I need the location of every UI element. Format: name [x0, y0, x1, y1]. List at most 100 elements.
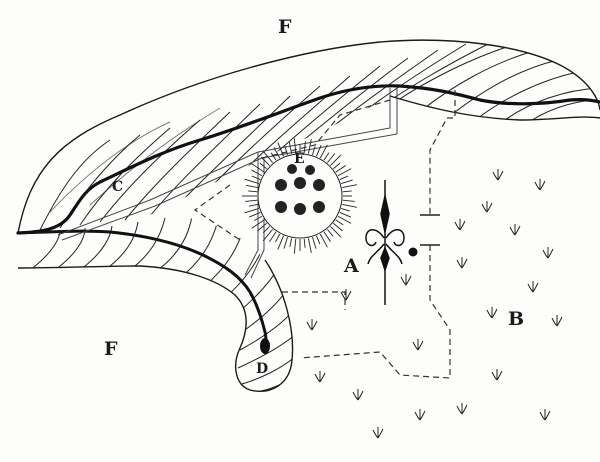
settlement-ray [277, 142, 284, 157]
settlement-ray [245, 199, 258, 202]
settlement-ray [307, 238, 312, 253]
settlement-ray [326, 228, 334, 237]
settlement-ray [339, 175, 349, 180]
grass-tuft [372, 427, 384, 439]
settlement-ray [249, 212, 261, 218]
settlement-ray [270, 152, 277, 161]
settlement-ray [275, 233, 281, 243]
settlement-ray [283, 237, 288, 249]
settlement-ray [245, 184, 258, 189]
label-e: E [294, 151, 305, 167]
settlement-ray [341, 179, 353, 184]
grass-tuft [456, 257, 468, 269]
settlement-ray [337, 168, 352, 177]
label-d: D [256, 361, 269, 377]
settlement-ray [248, 203, 258, 207]
label-f-top: F [278, 16, 292, 38]
settlement-ray [342, 203, 357, 208]
grass-tuft [456, 403, 468, 415]
settlement-ray [341, 208, 350, 212]
label-f-left: F [104, 338, 118, 360]
settlement-ray [303, 238, 306, 248]
settlement-ray [316, 235, 321, 245]
settlement-ray [342, 199, 355, 202]
lower-ridge-outline [17, 259, 294, 392]
upper-ridge-outline [17, 39, 600, 234]
label-c: C [112, 179, 124, 195]
stream-d-line [16, 229, 268, 354]
gate-posts [420, 214, 440, 246]
settlement-ray [323, 152, 330, 161]
grass-tuft [481, 201, 493, 213]
settlement-e [242, 138, 357, 254]
settlement-ray [316, 145, 322, 157]
settlement-ray [289, 238, 293, 248]
settlement-ray [335, 165, 346, 173]
settlement-ray [244, 208, 259, 214]
settlement-ray [284, 146, 288, 155]
grass-tuft [492, 169, 504, 181]
settlement-ray [319, 144, 328, 159]
settlement-ray [248, 190, 258, 193]
settlement-ray [330, 226, 342, 238]
grass-tufts [306, 169, 563, 439]
stream-d-pool [260, 338, 270, 354]
settlement-ray [288, 141, 293, 154]
settlement-ray [339, 212, 351, 218]
grass-tuft [551, 315, 563, 327]
settlement-ray [312, 237, 317, 249]
grass-tuft [486, 307, 498, 319]
grass-tuft [412, 339, 424, 351]
emblem-a [365, 180, 405, 305]
label-a: A [344, 255, 359, 277]
settlement-ray [332, 222, 343, 232]
settlement-ray [293, 238, 297, 254]
settlement-ray [342, 184, 357, 189]
grass-tuft [527, 281, 539, 293]
settlement-ray [251, 219, 265, 229]
settlement-ray [257, 222, 268, 232]
grass-tuft [539, 409, 551, 421]
settlement-ray [277, 235, 284, 250]
settlement-ray [332, 162, 341, 170]
grass-tuft [454, 219, 466, 231]
settlement-ray [251, 175, 261, 180]
settlement-ray [253, 215, 263, 221]
grass-tuft [542, 247, 554, 259]
settlement-ray [259, 162, 268, 170]
settlement-ray [319, 233, 328, 248]
settlement-ray [337, 215, 352, 224]
well-dot [408, 247, 418, 257]
grass-tuft [491, 369, 503, 381]
label-b: B [508, 308, 525, 330]
grass-tuft [306, 319, 318, 331]
grass-tuft [400, 274, 412, 286]
settlement-ray [269, 231, 277, 242]
settlement-ray [273, 147, 281, 159]
settlement-ray [326, 153, 336, 164]
settlement-ray [335, 219, 344, 226]
dashed-boundary [193, 90, 456, 379]
settlement-ray [312, 146, 316, 155]
settlement-ray [307, 139, 312, 154]
settlement-ray [293, 138, 297, 154]
settlement-ray [260, 156, 270, 166]
grass-tuft [414, 409, 426, 421]
grass-tuft [340, 289, 352, 301]
settlement-ray [244, 178, 259, 184]
grass-tuft [314, 371, 326, 383]
settlement-ray [342, 190, 352, 193]
settlement-ray [262, 228, 274, 242]
settlement-ray [303, 141, 306, 154]
settlement-ray [251, 169, 263, 177]
stream-c-line [16, 84, 600, 235]
settlement-ray [262, 226, 270, 234]
grass-tuft [352, 389, 364, 401]
grass-tuft [509, 224, 521, 236]
settlement-ray [323, 231, 331, 242]
settlement-ray [330, 154, 342, 166]
settlement-ray [251, 163, 265, 173]
settlement-ray [262, 150, 274, 164]
